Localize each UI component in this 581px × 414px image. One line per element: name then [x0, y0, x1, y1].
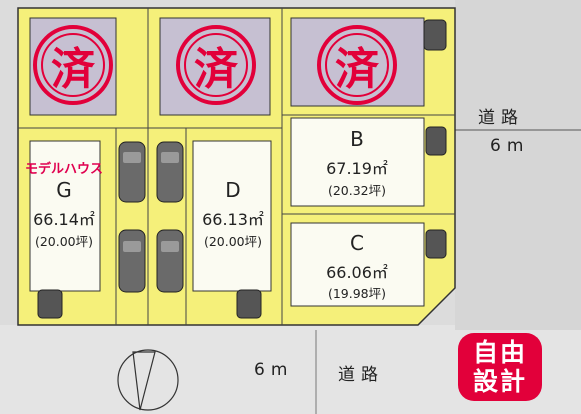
- sold-stamp-1: 済: [33, 25, 113, 105]
- lot-g-tsubo: (20.00坪): [34, 234, 94, 249]
- lot-g-name: G: [56, 178, 72, 202]
- south-road-width: 6m: [254, 360, 294, 380]
- south-road-label: 道路: [338, 365, 384, 385]
- free-design-line-1: 自由: [472, 338, 527, 367]
- car-1: [118, 141, 146, 203]
- bike-g: [37, 289, 63, 319]
- east-road-label: 道路: [478, 108, 524, 128]
- house-c: [290, 222, 425, 307]
- sold-stamp-3: 済: [317, 25, 397, 105]
- lot-b-area: 67.19㎡: [326, 159, 388, 178]
- free-design-line-2: 設計: [472, 367, 527, 396]
- lot-c-area: 66.06㎡: [326, 263, 388, 282]
- bike-sold: [423, 19, 447, 51]
- car-4: [156, 229, 184, 293]
- bike-b: [425, 126, 447, 156]
- model-house-label: モデルハウス: [25, 162, 104, 177]
- lot-c-tsubo: (19.98坪): [327, 286, 387, 301]
- house-b: [290, 117, 425, 207]
- sold-stamp-2: 済: [176, 25, 256, 105]
- lot-g-area: 66.14㎡: [33, 210, 95, 229]
- car-2: [156, 141, 184, 203]
- lot-d-tsubo: (20.00坪): [203, 234, 263, 249]
- north-arrow-icon: [132, 351, 156, 411]
- north-arrow-circle: [117, 349, 179, 411]
- bike-c: [425, 229, 447, 259]
- east-road-width: 6m: [490, 136, 530, 156]
- lot-c-name: C: [350, 231, 364, 255]
- lot-d-name: D: [225, 178, 241, 202]
- lot-b-tsubo: (20.32坪): [327, 183, 387, 198]
- car-3: [118, 229, 146, 293]
- lot-b-name: B: [350, 127, 364, 151]
- free-design-badge: 自由 設計: [458, 333, 542, 401]
- bike-d: [236, 289, 262, 319]
- east-road: [455, 0, 581, 330]
- house-g: [29, 140, 101, 292]
- lot-d-area: 66.13㎡: [202, 210, 264, 229]
- house-d: [192, 140, 272, 292]
